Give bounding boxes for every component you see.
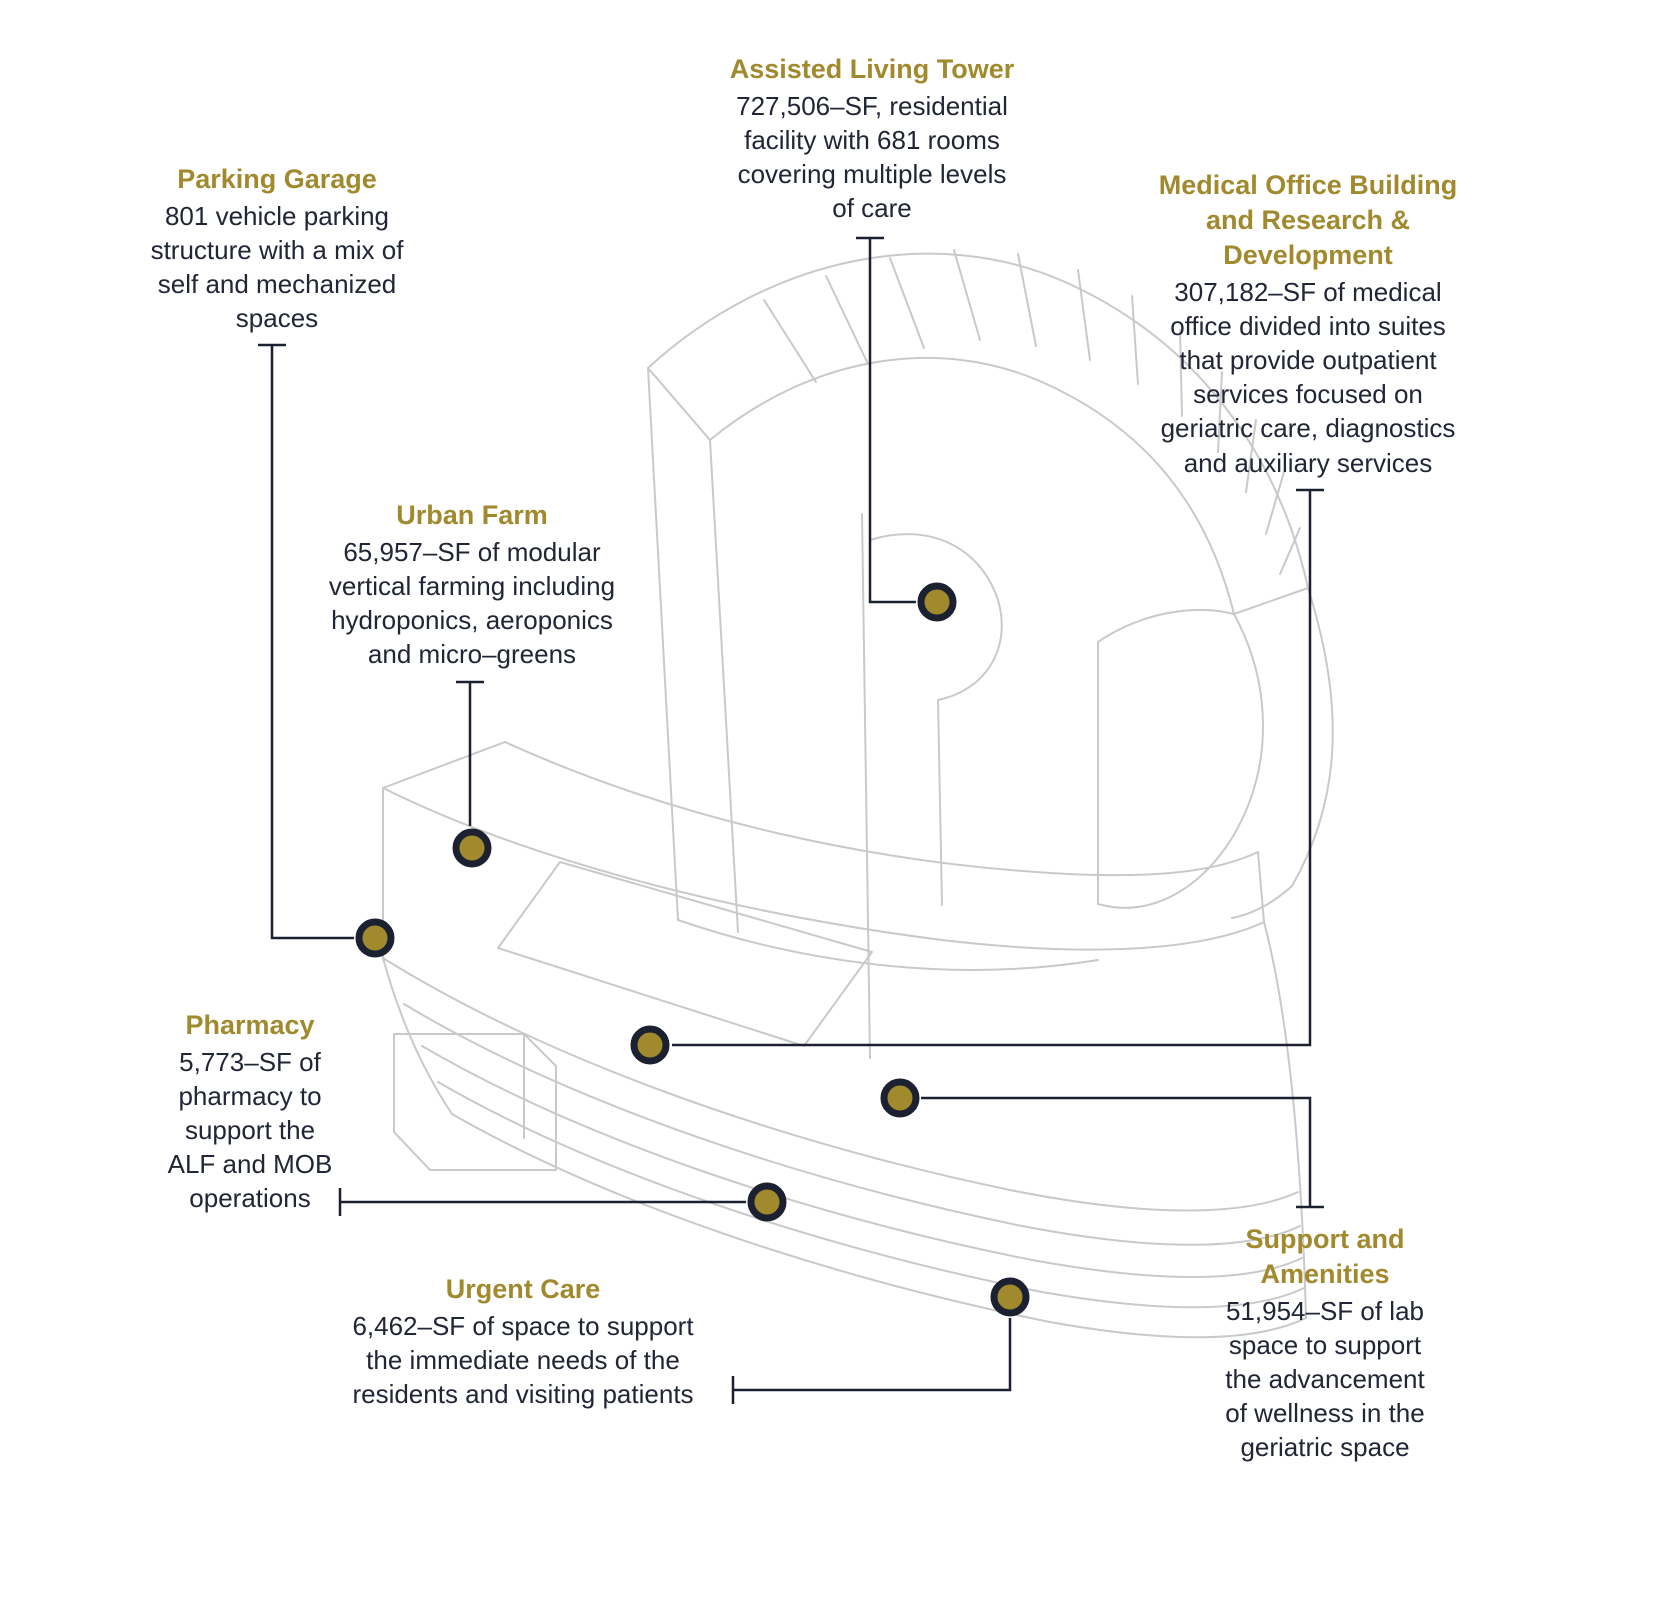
callout-description: 727,506–SF, residential facility with 68… (736, 91, 1008, 224)
callout-description: 51,954–SF of lab space to support the ad… (1225, 1296, 1425, 1463)
connector-pharmacy (338, 1188, 746, 1216)
connector-support-and-amenities (921, 1096, 1324, 1209)
connector-assisted-living-tower (856, 236, 916, 604)
callout-title: Urgent Care (445, 1274, 601, 1304)
connector-urban-farm (456, 680, 484, 826)
marker-medical-office-building (630, 1025, 670, 1065)
callout-urgent-care: Urgent Care 6,462–SF of space to support… (352, 1272, 693, 1411)
roof-hatching (763, 249, 1301, 575)
markers (355, 582, 1030, 1317)
callout-title: Parking Garage (177, 164, 377, 194)
callout-assisted-living-tower: Assisted Living Tower 727,506–SF, reside… (730, 52, 1015, 225)
callout-parking-garage: Parking Garage 801 vehicle parking struc… (151, 162, 404, 335)
connector-urgent-care (731, 1318, 1012, 1404)
callout-title: Pharmacy (185, 1010, 315, 1040)
callout-title: Medical Office Building and Research & D… (1158, 170, 1458, 271)
callout-description: 307,182–SF of medical office divided int… (1160, 277, 1456, 478)
callout-title: Urban Farm (396, 500, 548, 530)
callout-description: 5,773–SF of pharmacy to support the ALF … (167, 1047, 333, 1214)
callout-title: Assisted Living Tower (729, 54, 1015, 84)
building-wireframe (382, 249, 1334, 1339)
callout-support-and-amenities: Support and Amenities 51,954–SF of lab s… (1225, 1222, 1424, 1464)
callout-medical-office-building: Medical Office Building and Research & D… (1159, 168, 1458, 480)
callout-description: 6,462–SF of space to support the immedia… (352, 1311, 694, 1410)
callout-description: 801 vehicle parking structure with a mix… (150, 201, 404, 334)
callout-description: 65,957–SF of modular vertical farming in… (328, 537, 616, 670)
callout-title: Support and Amenities (1245, 1224, 1405, 1290)
marker-parking-garage (355, 918, 395, 958)
connector-medical-office-building (672, 488, 1324, 1047)
marker-assisted-living-tower (917, 582, 957, 622)
callout-pharmacy: Pharmacy 5,773–SF of pharmacy to support… (168, 1008, 333, 1215)
connector-parking-garage (258, 343, 354, 940)
marker-urgent-care (990, 1277, 1030, 1317)
connectors (258, 236, 1324, 1404)
marker-pharmacy (747, 1182, 787, 1222)
marker-support-and-amenities (880, 1078, 920, 1118)
marker-urban-farm (452, 828, 492, 868)
callout-urban-farm: Urban Farm 65,957–SF of modular vertical… (329, 498, 615, 671)
